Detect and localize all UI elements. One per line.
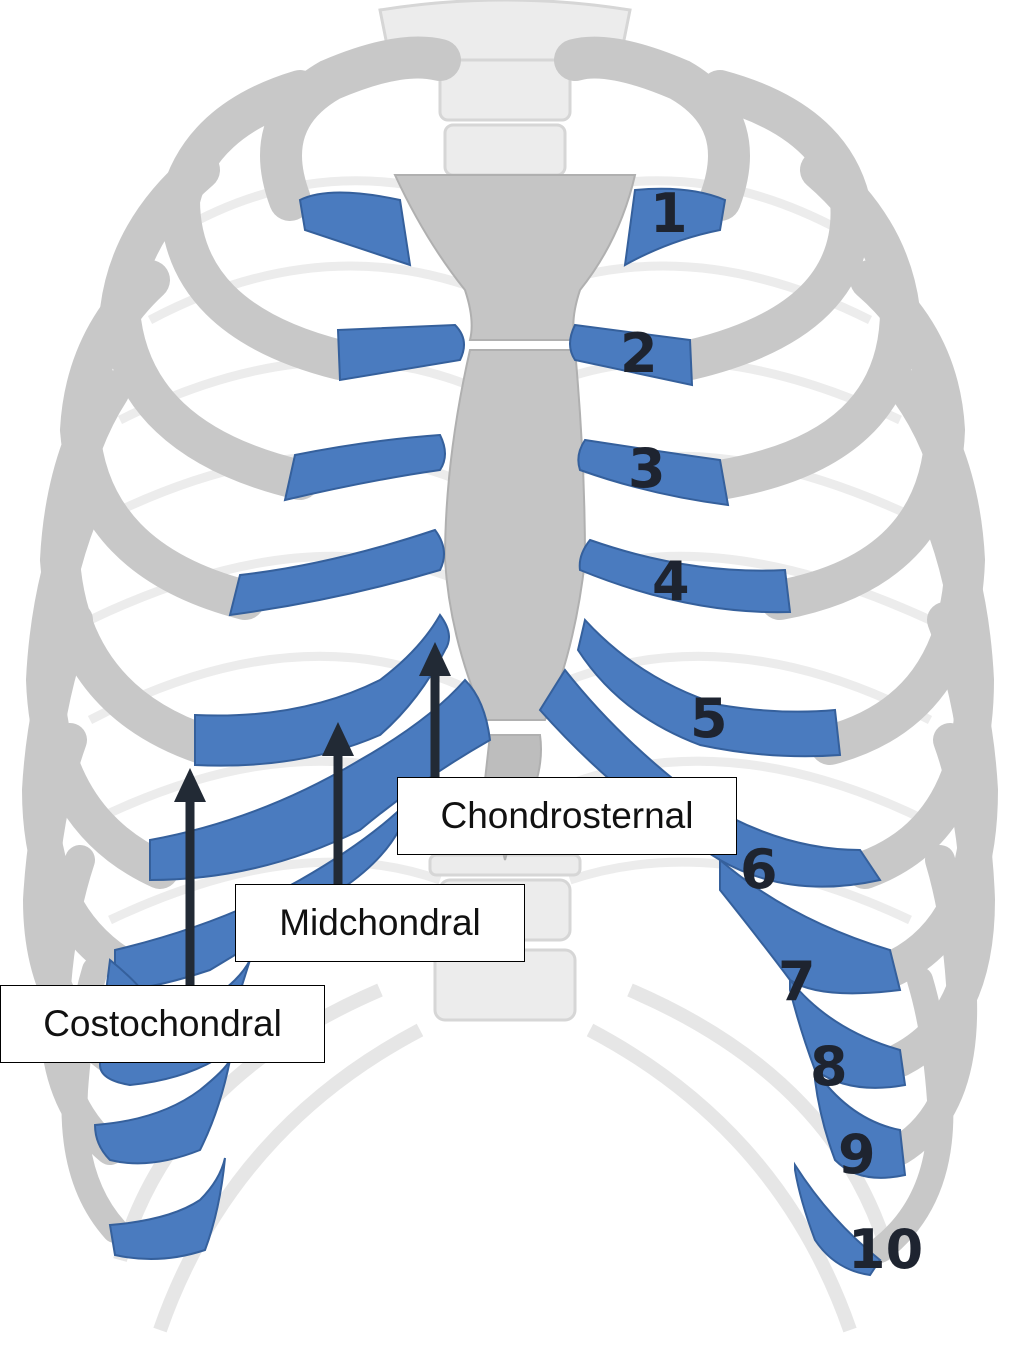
label-costochondral: Costochondral [0,985,325,1063]
cartilage-rib-10-left [110,1158,225,1259]
rib-number-5: 5 [690,687,728,750]
rib-number-3: 3 [628,437,666,500]
label-chondrosternal: Chondrosternal [397,777,737,855]
sternum-body [445,350,585,720]
cartilage-rib-1-left [300,193,410,266]
cartilage-rib-3-left [285,435,445,500]
rib-number-8: 8 [810,1035,848,1098]
rib-number-6: 6 [740,838,778,901]
label-midchondral: Midchondral [235,884,525,962]
manubrium [395,175,635,340]
rib-number-9: 9 [838,1123,876,1186]
rib-number-2: 2 [620,322,658,385]
cartilage-rib-2-left [338,325,464,380]
rib-number-7: 7 [778,950,816,1013]
cartilage-rib-4-left [230,530,444,615]
rib-number-1: 1 [650,182,688,245]
rib-number-10: 10 [848,1218,923,1281]
rib-number-4: 4 [652,550,690,613]
